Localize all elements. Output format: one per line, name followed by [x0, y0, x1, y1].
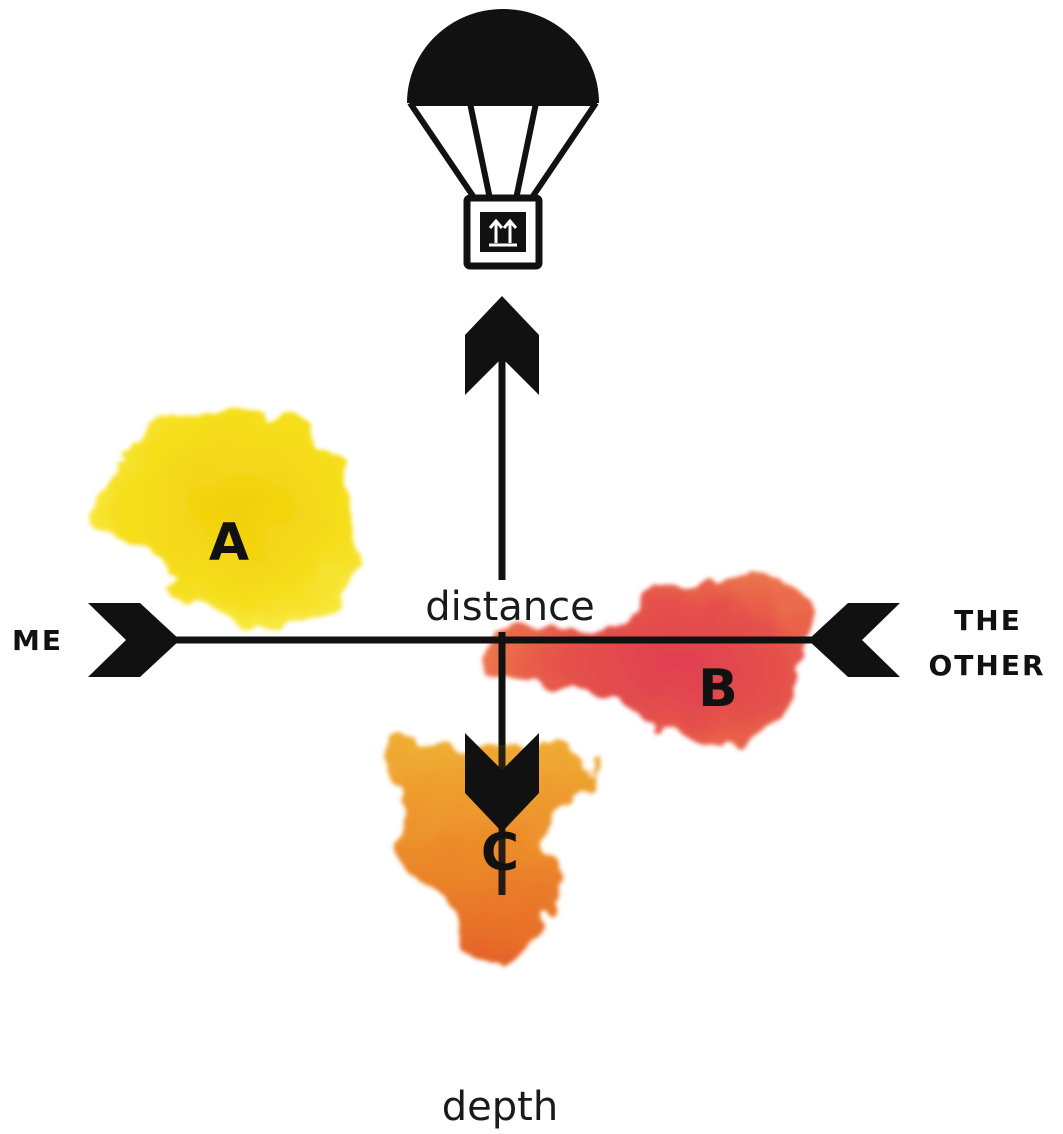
region-b-blob: [480, 571, 809, 741]
the-other-arrow-icon: [808, 603, 900, 677]
region-c-blob: [393, 733, 591, 964]
parachute-supply-drop-icon: [407, 9, 599, 270]
the-other-label-line1: THE: [954, 604, 1022, 637]
down-arrow-icon: [465, 733, 539, 832]
me-label: ME: [12, 624, 63, 657]
region-b-label: B: [698, 659, 738, 719]
up-arrow-icon: [465, 296, 539, 395]
distance-label: distance: [425, 584, 595, 630]
the-other-label-line2: OTHER: [928, 649, 1045, 682]
me-arrow-icon: [88, 603, 180, 677]
region-a-label: A: [209, 513, 249, 573]
region-c-label: C: [481, 823, 519, 883]
region-a-blob: [94, 409, 355, 629]
depth-label: depth: [442, 1084, 558, 1130]
